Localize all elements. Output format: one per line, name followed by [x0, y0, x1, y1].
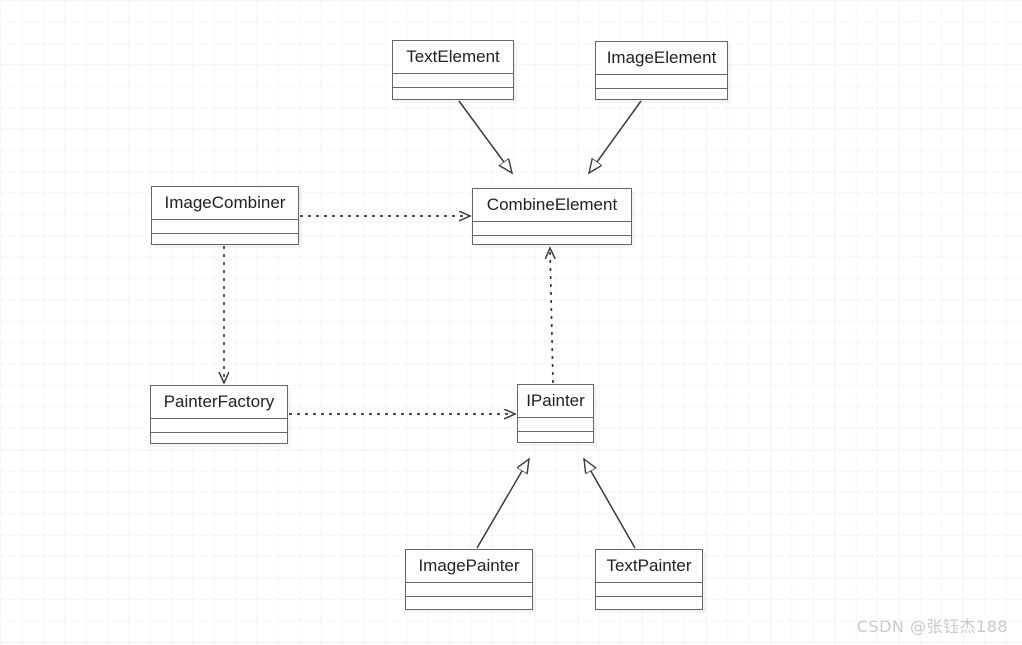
class-operations-compartment: [518, 432, 593, 446]
class-attributes-compartment: [406, 583, 532, 597]
class-name-ipainter: IPainter: [518, 385, 593, 418]
edge-ipainter-combineelement: [550, 248, 553, 384]
class-attributes-compartment: [596, 583, 702, 597]
class-name-textpainter: TextPainter: [596, 550, 702, 583]
class-name-imageelement: ImageElement: [596, 42, 727, 75]
class-box-textelement[interactable]: TextElement: [392, 40, 514, 100]
class-box-imagecombiner[interactable]: ImageCombiner: [151, 186, 299, 245]
class-box-imageelement[interactable]: ImageElement: [595, 41, 728, 100]
class-name-painterfactory: PainterFactory: [151, 386, 287, 419]
edge-imageelement-combineelement: [589, 100, 642, 173]
class-name-combineelement: CombineElement: [473, 189, 631, 222]
class-attributes-compartment: [473, 222, 631, 236]
class-operations-compartment: [596, 597, 702, 611]
class-operations-compartment: [393, 88, 513, 102]
class-attributes-compartment: [151, 419, 287, 433]
edge-textpainter-ipainter: [584, 459, 636, 549]
class-attributes-compartment: [596, 75, 727, 89]
class-box-painterfactory[interactable]: PainterFactory: [150, 385, 288, 444]
class-box-textpainter[interactable]: TextPainter: [595, 549, 703, 610]
class-box-ipainter[interactable]: IPainter: [517, 384, 594, 443]
class-operations-compartment: [596, 89, 727, 103]
class-attributes-compartment: [393, 74, 513, 88]
class-name-imagecombiner: ImageCombiner: [152, 187, 298, 220]
class-box-combineelement[interactable]: CombineElement: [472, 188, 632, 245]
class-attributes-compartment: [152, 220, 298, 234]
csdn-watermark: CSDN @张钰杰188: [856, 617, 1008, 636]
edge-imagepainter-ipainter: [476, 459, 529, 549]
class-operations-compartment: [406, 597, 532, 611]
class-name-imagepainter: ImagePainter: [406, 550, 532, 583]
class-box-imagepainter[interactable]: ImagePainter: [405, 549, 533, 610]
class-operations-compartment: [151, 433, 287, 447]
class-attributes-compartment: [518, 418, 593, 432]
class-name-textelement: TextElement: [393, 41, 513, 74]
edge-textelement-combineelement: [458, 100, 512, 173]
class-operations-compartment: [473, 236, 631, 250]
class-operations-compartment: [152, 234, 298, 248]
